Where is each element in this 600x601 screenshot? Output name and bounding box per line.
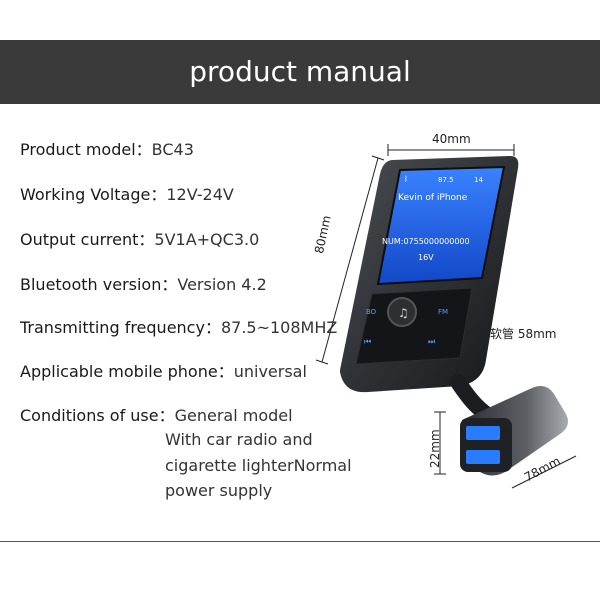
spec-applicable-phone: Applicable mobile phone：universal <box>20 358 307 382</box>
spec-value: BC43 <box>151 140 194 159</box>
spec-label: Conditions of use： <box>20 406 175 425</box>
spec-label: Applicable mobile phone： <box>20 362 234 381</box>
button-left-label[interactable]: BO <box>366 308 377 316</box>
spec-value: 5V1A+QC3.0 <box>154 230 260 249</box>
conditions-line: With car radio and <box>165 430 313 449</box>
spec-value: 12V-24V <box>166 185 234 204</box>
screen-freq: 87.5 <box>438 176 454 184</box>
conditions-line: power supply <box>165 481 273 500</box>
music-icon: ♫ <box>398 306 409 320</box>
spec-label: Working Voltage： <box>20 185 167 204</box>
spec-label: Transmitting frequency： <box>20 318 221 337</box>
hose-dimension: 软管 58mm <box>490 326 556 341</box>
spec-value: 87.5~108MHZ <box>220 318 338 337</box>
plug-height-dimension <box>434 411 446 475</box>
spec-product-model: Product model：BC43 <box>20 136 194 160</box>
spec-output-current: Output current：5V1A+QC3.0 <box>20 226 259 250</box>
spec-transmitting-frequency: Transmitting frequency：87.5~108MHZ <box>20 314 337 338</box>
height-dimension <box>315 155 385 365</box>
plug-length-dimension <box>511 455 577 489</box>
width-label: 40mm <box>432 132 471 146</box>
device-illustration: ♫ BO FM ⏮ ⏭ ᛒ 87.5 14 Kevin of iPhone NU… <box>315 144 577 489</box>
spec-value: Version 4.2 <box>177 275 267 294</box>
spec-working-voltage: Working Voltage：12V-24V <box>20 181 234 205</box>
device-screen <box>376 165 506 286</box>
product-image: ♫ BO FM ⏮ ⏭ ᛒ 87.5 14 Kevin of iPhone NU… <box>300 120 600 540</box>
spec-value: universal <box>233 362 307 381</box>
spec-value: General model <box>174 406 293 425</box>
page-title: product manual <box>189 55 411 88</box>
conditions-line: cigarette lighterNormal <box>165 455 352 475</box>
plug-height-label: 22mm <box>428 429 442 468</box>
screen-title: Kevin of iPhone <box>398 193 468 203</box>
next-icon[interactable]: ⏭ <box>428 337 435 346</box>
bottom-divider <box>0 541 600 542</box>
usb-port-2 <box>466 450 500 464</box>
button-right-label[interactable]: FM <box>438 308 448 316</box>
bluetooth-icon: ᛒ <box>404 175 408 183</box>
screen-num: 14 <box>474 176 483 184</box>
button-panel <box>355 287 473 365</box>
screen-number: NUM:0755000000000 <box>382 237 470 246</box>
spec-conditions-of-use: Conditions of use：General model <box>20 402 293 426</box>
prev-icon[interactable]: ⏮ <box>364 337 371 346</box>
width-dimension <box>387 144 515 156</box>
spec-label: Output current： <box>20 230 155 249</box>
knob[interactable] <box>387 297 417 327</box>
spec-label: Product model： <box>20 140 152 159</box>
header-bar: product manual <box>0 40 600 104</box>
usb-port-1 <box>466 426 500 440</box>
screen-voltage: 16V <box>418 253 434 262</box>
spec-label: Bluetooth version： <box>20 275 178 294</box>
top-margin <box>0 0 600 40</box>
spec-bluetooth-version: Bluetooth version：Version 4.2 <box>20 271 267 295</box>
conditions-continued: With car radio and cigarette lighterNorm… <box>165 427 352 504</box>
